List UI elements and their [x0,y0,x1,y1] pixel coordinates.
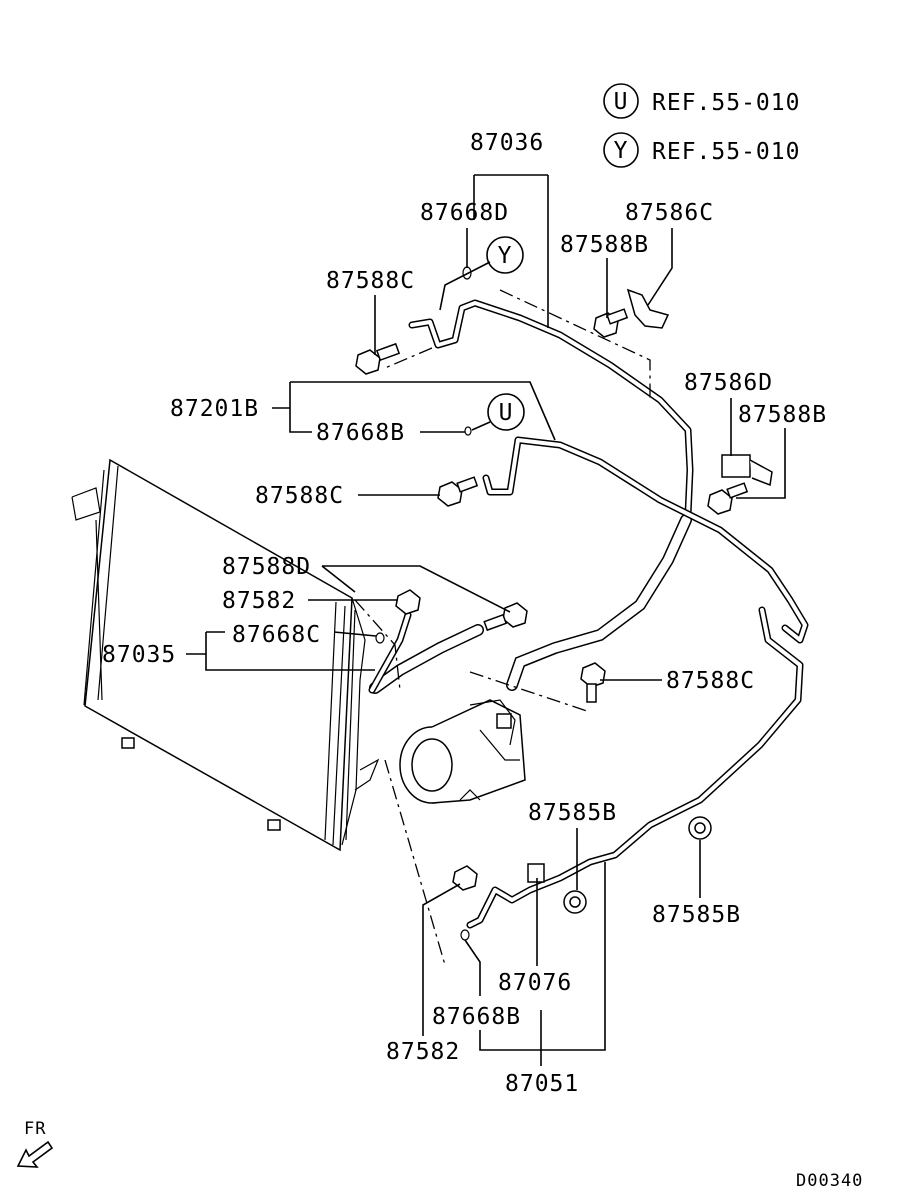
pipes [368,299,809,929]
part-labels: 87036 87668D 87586C 87588B 87588C 87201B… [102,130,827,1097]
label-87588d: 87588D [222,554,311,580]
oring-87668c [375,632,385,644]
bolt-87588c-right [580,662,606,703]
label-87586c: 87586C [625,200,714,226]
label-87588b-right: 87588B [738,402,827,428]
label-87668d: 87668D [420,200,509,226]
label-87051: 87051 [505,1071,579,1097]
oring-87668b-top [464,426,472,436]
bolt-87588c-top [355,342,401,375]
ref-y-symbol: Y [614,138,629,164]
label-87035: 87035 [102,642,176,668]
oring-87668b-bottom [460,929,470,941]
ref-legend: U REF.55-010 Y REF.55-010 [603,83,800,168]
bolt-87588b-right [707,482,749,515]
label-87582-bottom: 87582 [386,1039,460,1065]
label-87585b-mid: 87585B [528,800,617,826]
label-87668b-bottom: 87668B [432,1004,521,1030]
label-87036: 87036 [470,130,544,156]
compressor [399,699,526,804]
label-87201b: 87201B [170,396,259,422]
ref-y-circle [603,132,639,168]
ref-u-symbol: U [614,89,629,115]
label-87588c-top: 87588C [326,268,415,294]
clamp-87585b-right [688,816,712,840]
bolt-87588b-top [593,308,629,338]
ref-u-text: REF.55-010 [652,90,800,116]
front-direction-indicator: FR [16,1119,54,1168]
label-87582-top: 87582 [222,588,296,614]
guide-lines [354,289,651,966]
label-87586d: 87586D [684,370,773,396]
diagram-code: D00340 [796,1171,863,1187]
callout-u-symbol: U [499,400,514,426]
nut-87582-top [395,589,421,615]
label-87668b-top: 87668B [316,420,405,446]
label-87588b-top: 87588B [560,232,649,258]
bracket-87586c [626,288,670,329]
ref-u-circle [603,83,639,119]
label-87588c-right: 87588C [666,668,755,694]
fitting-87076 [527,863,545,883]
leader-lines [186,174,786,1066]
callout-y-symbol: Y [498,243,513,269]
condenser [71,458,380,852]
label-87588c-mid: 87588C [255,483,344,509]
bracket-87586d [721,454,773,487]
clamp-87585b-mid [563,890,587,914]
bolt-87588c-mid [437,476,479,507]
fr-label: FR [24,1119,46,1139]
hardware [355,266,773,941]
fr-arrow-icon [16,1140,54,1168]
ref-y-text: REF.55-010 [652,139,800,165]
label-87668c: 87668C [232,622,321,648]
label-87076: 87076 [498,970,572,996]
bolt-87588d [483,602,528,632]
label-87585b-right: 87585B [652,902,741,928]
